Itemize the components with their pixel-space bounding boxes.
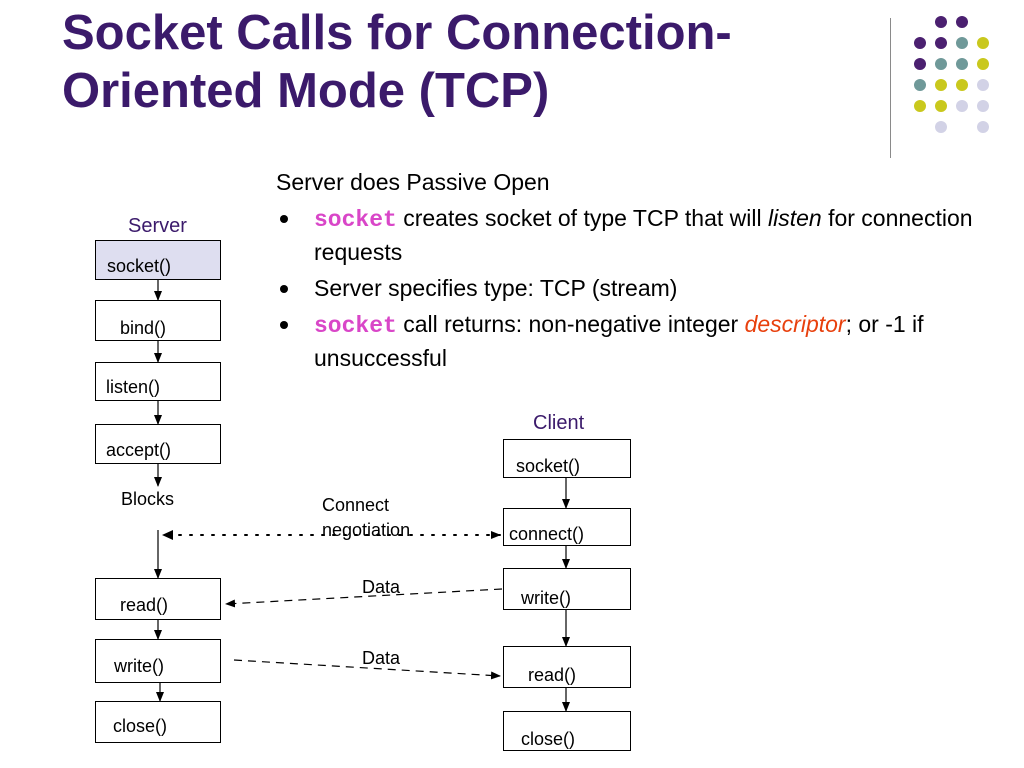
decorative-dot — [935, 79, 947, 91]
decorative-dot — [914, 79, 926, 91]
decorative-dot — [914, 100, 926, 112]
client-write-text: write() — [521, 588, 571, 608]
client-label: Client — [533, 412, 585, 434]
data-label-1: Data — [362, 577, 401, 597]
server-socket-box: socket() — [95, 240, 221, 280]
client-read-text: read() — [528, 665, 577, 685]
bullet-text-b: for connection requests — [314, 205, 973, 265]
client-close-text: close() — [521, 729, 576, 749]
server-blocks-text: Blocks — [121, 489, 175, 509]
client-connect-text: connect() — [509, 524, 585, 544]
decorative-dot — [935, 100, 947, 112]
decorative-dot — [935, 16, 947, 28]
bullet-text-a: call returns: non-negative integer — [396, 311, 745, 337]
title-divider — [890, 18, 891, 158]
server-read-box: read() — [95, 578, 221, 620]
server-listen-box: listen() — [95, 362, 221, 401]
bullet-lead: Server does Passive Open — [276, 169, 550, 195]
bullet-item-2: Server specifies type: TCP (stream) — [276, 272, 1006, 304]
client-socket-text: socket() — [516, 456, 581, 476]
decorative-dot — [956, 79, 968, 91]
bullet-text-a: creates socket of type TCP that will — [396, 205, 768, 231]
bullet-emphasis: listen — [767, 205, 822, 231]
connect-label-line-1: Connect — [322, 495, 390, 515]
title-line-1: Socket Calls for Connection- — [62, 6, 732, 60]
decorative-dot — [914, 37, 926, 49]
bullet-dot-icon — [280, 285, 288, 293]
bullet-dot-icon — [280, 215, 288, 223]
keyword: socket — [314, 313, 397, 339]
decorative-dot — [956, 16, 968, 28]
server-read-text: read() — [120, 595, 169, 615]
server-accept-box: accept() — [95, 424, 221, 464]
server-socket-text: socket() — [107, 256, 172, 276]
client-close-box: close() — [503, 711, 631, 751]
arrow-data-client-to-server — [225, 588, 503, 608]
connect-label-line-2: negotiation — [322, 520, 411, 540]
bullet-dot-icon — [280, 321, 288, 329]
server-write-text: write() — [114, 656, 164, 676]
server-bind-text: bind() — [120, 318, 167, 338]
decorative-dot — [977, 121, 989, 133]
data-label-2: Data — [362, 648, 401, 668]
client-read-box: read() — [503, 646, 631, 688]
server-close-box: close() — [95, 701, 221, 743]
client-socket-box: socket() — [503, 439, 631, 478]
decorative-dot — [914, 58, 926, 70]
bullet-item-1: socket creates socket of type TCP that w… — [276, 202, 1006, 268]
bullet-emphasis: descriptor — [744, 311, 846, 337]
decorative-dot — [935, 121, 947, 133]
arrowhead-left — [162, 530, 173, 540]
title-line-2: Oriented Mode (TCP) — [62, 64, 550, 118]
decorative-dot — [977, 58, 989, 70]
server-write-box: write() — [95, 639, 221, 683]
decorative-dot — [935, 58, 947, 70]
server-bind-box: bind() — [95, 300, 221, 341]
decorative-dot — [977, 37, 989, 49]
server-listen-text: listen() — [106, 377, 161, 397]
bullet-text: Server specifies type: TCP (stream) — [314, 275, 678, 301]
slide-title: Socket Calls for Connection- Oriented Mo… — [62, 4, 862, 120]
bullet-list: socket creates socket of type TCP that w… — [276, 202, 1006, 374]
decorative-dot — [935, 37, 947, 49]
server-close-text: close() — [113, 716, 168, 736]
server-label: Server — [128, 215, 187, 237]
decorative-dot — [956, 58, 968, 70]
decorative-dot — [956, 37, 968, 49]
bullet-item-3: socket call returns: non-negative intege… — [276, 308, 1006, 374]
arrow-data-server-to-client — [233, 659, 501, 680]
bullet-text: Server does Passive Open socket creates … — [276, 166, 1006, 378]
client-write-box: write() — [503, 568, 631, 610]
decorative-dot — [977, 100, 989, 112]
bullet-text-b: ; or -1 if unsuccessful — [314, 311, 924, 371]
keyword: socket — [314, 207, 397, 233]
decorative-dot — [977, 79, 989, 91]
client-connect-box: connect() — [503, 508, 631, 546]
decorative-dot — [956, 100, 968, 112]
server-accept-text: accept() — [106, 440, 172, 460]
